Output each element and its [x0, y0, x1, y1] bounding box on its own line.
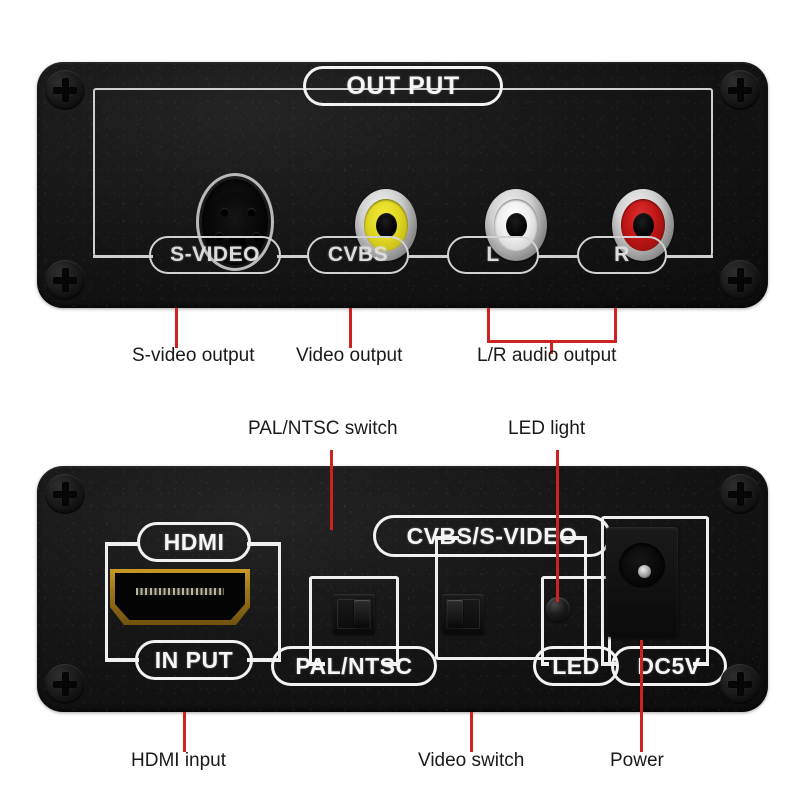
pal-ntsc-switch[interactable] — [333, 594, 375, 634]
leader-video-output — [349, 308, 352, 348]
annotation-s-video-output: S-video output — [132, 345, 255, 366]
leader-video-switch — [470, 712, 473, 752]
leader-pal-ntsc-switch — [330, 450, 333, 530]
cvbs-label: CVBS — [307, 236, 409, 274]
video-switch[interactable] — [442, 594, 484, 634]
dc-silkscreen-box — [601, 516, 709, 666]
annotation-power: Power — [610, 750, 664, 771]
pal-ntsc-silkscreen-box — [309, 576, 399, 666]
left-audio-rca-hole — [505, 212, 527, 238]
cvbs-rca-hole — [375, 212, 397, 238]
s-video-pin — [247, 208, 256, 217]
leader-lr-stem — [550, 340, 553, 354]
leader-right-audio — [614, 308, 617, 342]
leader-hdmi-input — [183, 712, 186, 752]
input-label: IN PUT — [135, 640, 253, 680]
dc-jack-barrel — [619, 543, 665, 589]
silkscreen-rail — [665, 255, 713, 258]
s-video-pin — [220, 208, 229, 217]
led-label: LED — [533, 646, 619, 686]
pal-ntsc-switch-slot — [337, 599, 371, 629]
screw-icon — [45, 70, 85, 110]
hdmi-pins — [136, 588, 224, 595]
screw-icon — [720, 260, 760, 300]
input-panel: HDMI IN PUT PAL/NTSC CVBS/S-VIDEO LED — [37, 466, 768, 712]
dc-power-jack[interactable] — [606, 527, 678, 637]
annotation-video-switch: Video switch — [418, 750, 525, 771]
hdmi-box-rail — [247, 658, 281, 662]
screw-icon — [45, 664, 85, 704]
cvbs-svideo-silkscreen-box — [435, 536, 587, 660]
hdmi-label: HDMI — [137, 522, 251, 562]
annotation-pal-ntsc-switch: PAL/NTSC switch — [248, 418, 398, 439]
leader-s-video-output — [175, 308, 178, 348]
leader-power — [640, 640, 643, 752]
hdmi-port[interactable] — [110, 569, 250, 625]
output-heading: OUT PUT — [303, 66, 503, 106]
hdmi-box-rail — [105, 542, 139, 546]
screw-icon — [720, 70, 760, 110]
screw-icon — [720, 664, 760, 704]
annotation-lr-audio-output: L/R audio output — [477, 345, 617, 366]
pal-ntsc-switch-knob[interactable] — [354, 600, 370, 628]
annotation-hdmi-input: HDMI input — [131, 750, 227, 771]
hdmi-box-rail — [105, 658, 139, 662]
right-audio-label: R — [577, 236, 667, 274]
silkscreen-rail — [277, 255, 309, 258]
video-switch-slot — [446, 599, 480, 629]
hdmi-silkscreen-box — [105, 542, 281, 662]
leader-led-light — [556, 450, 559, 602]
silkscreen-rail — [407, 255, 449, 258]
dc-jack-pin — [638, 565, 651, 578]
cvbs-svideo-label: CVBS/S-VIDEO — [373, 515, 611, 557]
hdmi-box-rail — [247, 542, 281, 546]
left-audio-label: L — [447, 236, 539, 274]
screw-icon — [45, 260, 85, 300]
annotation-led-light: LED light — [508, 418, 586, 439]
screw-icon — [45, 474, 85, 514]
leader-left-audio — [487, 308, 490, 342]
video-switch-knob[interactable] — [447, 600, 463, 628]
hdmi-cavity — [115, 573, 245, 620]
silkscreen-rail — [93, 255, 153, 258]
output-panel: OUT PUT — [37, 62, 768, 308]
s-video-label: S-VIDEO — [149, 236, 281, 274]
annotation-video-output: Video output — [296, 345, 403, 366]
pal-ntsc-label: PAL/NTSC — [271, 646, 437, 686]
right-audio-rca-hole — [632, 212, 654, 238]
dc-label: DC5V — [611, 646, 727, 686]
silkscreen-rail — [537, 255, 579, 258]
screw-icon — [720, 474, 760, 514]
